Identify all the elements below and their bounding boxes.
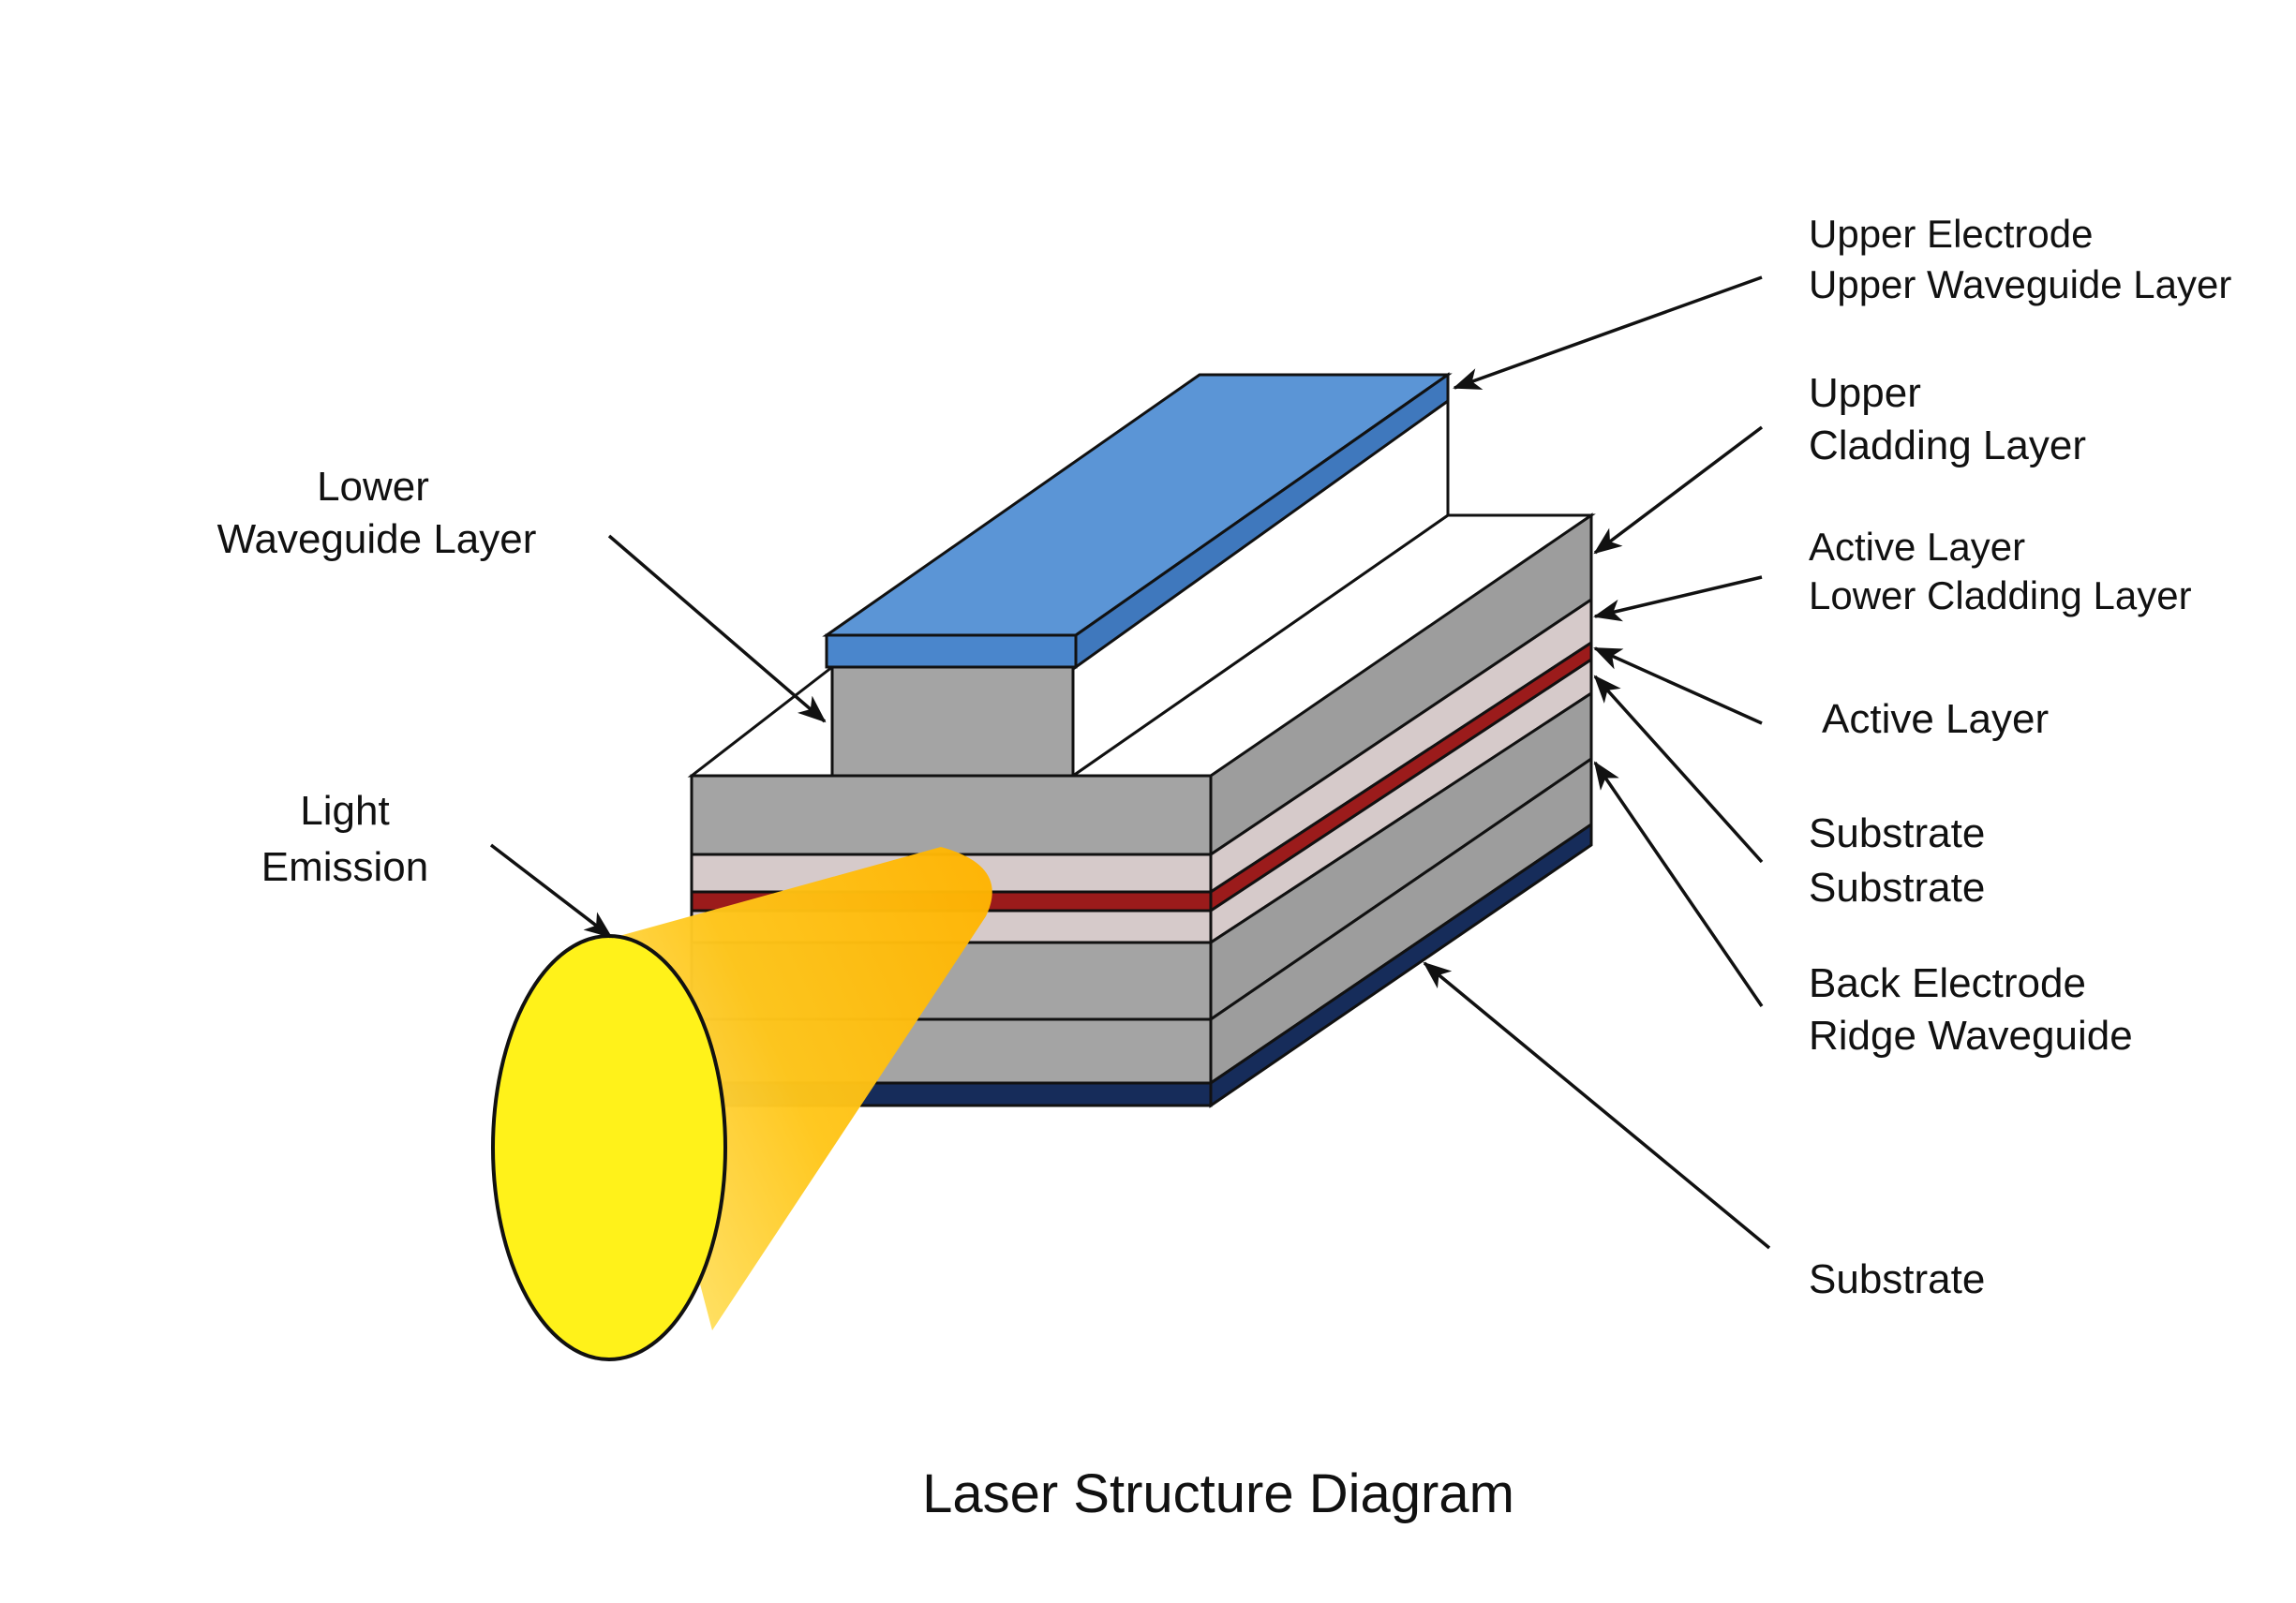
label-substrate-a: Substrate (1809, 810, 1985, 856)
leader-back-electrode (1593, 761, 1764, 1007)
electrode-side-face (1074, 372, 1450, 670)
emission-spot (491, 934, 727, 1361)
label-lower-cladding: Lower Cladding Layer (1809, 573, 2192, 617)
label-lower-waveguide-line1: Lower (317, 464, 429, 510)
leader-active-lower-cladding (1593, 575, 1763, 622)
electrode-front-face (825, 633, 1078, 669)
leader-lines (489, 275, 1771, 1250)
leader-substrate-bottom (1423, 961, 1771, 1250)
label-active-layer-a: Active Layer (1809, 525, 2025, 569)
label-light-emission-line2: Emission (261, 844, 429, 890)
upper-electrode (822, 372, 1453, 670)
leader-upper-cladding (1593, 425, 1764, 555)
side-face (1209, 512, 1593, 1108)
label-back-electrode: Back Electrode (1809, 960, 2086, 1006)
label-upper-cladding: Cladding Layer (1809, 423, 2086, 468)
right-labels: Upper Electrode Upper Waveguide Layer Up… (1809, 212, 2231, 1302)
label-lower-waveguide-line2: Waveguide Layer (217, 516, 537, 562)
label-substrate-b: Substrate (1809, 865, 1985, 911)
diagram-title: Laser Structure Diagram (922, 1463, 1514, 1524)
leader-light-emission (489, 843, 613, 939)
light-beam (491, 847, 992, 1361)
label-substrate-bottom: Substrate (1809, 1256, 1985, 1302)
ridge-front (830, 665, 1075, 778)
label-ridge-waveguide: Ridge Waveguide (1809, 1013, 2133, 1059)
label-active-layer-b: Active Layer (1822, 696, 2049, 742)
leader-active-layer (1593, 646, 1763, 725)
leader-lower-waveguide (607, 534, 827, 723)
leader-upper-electrode (1453, 275, 1763, 390)
left-shoulder-top (687, 663, 834, 778)
front-upper-cladding (690, 774, 1213, 856)
leader-substrate-pair (1593, 675, 1764, 864)
label-upper-waveguide: Upper Waveguide Layer (1809, 262, 2231, 306)
label-upper: Upper (1809, 370, 1921, 416)
label-upper-electrode: Upper Electrode (1809, 212, 2094, 256)
label-light-emission-line1: Light (300, 788, 389, 834)
left-labels: Lower Waveguide Layer Light Emission (217, 464, 537, 890)
